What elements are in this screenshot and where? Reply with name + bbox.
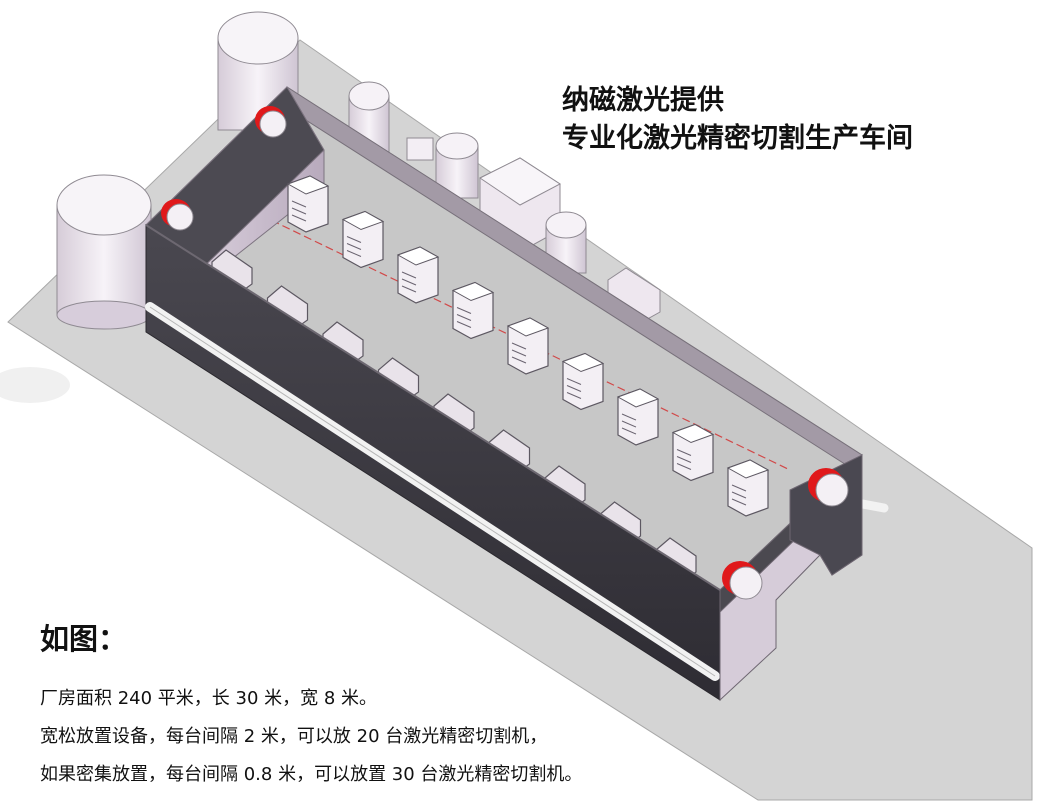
laser-cutting-machine — [506, 317, 550, 375]
caption-line: 厂房面积 240 平米，长 30 米，宽 8 米。 — [40, 688, 378, 709]
end-wall-left — [145, 86, 325, 293]
laser-cutting-machine — [671, 423, 715, 482]
laser-cutting-machine — [341, 210, 385, 269]
machines-back-row — [286, 175, 770, 517]
laser-cutting-machine — [396, 246, 440, 304]
tank-left — [56, 174, 152, 330]
laser-cutting-machine — [561, 352, 605, 411]
end-wall-right — [719, 453, 863, 702]
caption-line: 如果密集放置，每台间隔 0.8 米，可以放置 30 台激光精密切割机。 — [40, 764, 583, 785]
laser-cutting-machine — [726, 459, 770, 517]
equipment-cluster — [348, 81, 661, 323]
caption-text: 厂房面积 240 平米，长 30 米，宽 8 米。 宽松放置设备，每台间隔 2 … — [40, 680, 582, 794]
laser-cutting-machine — [451, 281, 495, 340]
caption-line: 宽松放置设备，每台间隔 2 米，可以放 20 台激光精密切割机， — [40, 726, 548, 747]
header-title: 纳磁激光提供 专业化激光精密切割生产车间 — [562, 82, 913, 158]
laser-cutting-machine — [616, 388, 660, 446]
caption-title: 如图： — [40, 622, 128, 656]
header-line-2: 专业化激光精密切割生产车间 — [562, 123, 913, 154]
header-line-1: 纳磁激光提供 — [562, 85, 724, 116]
laser-cutting-machine — [286, 175, 330, 233]
